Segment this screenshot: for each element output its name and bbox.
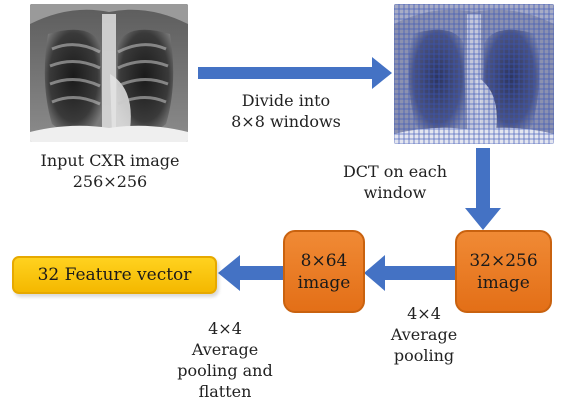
output-feature-vector: 32 Feature vector	[12, 256, 217, 294]
node-32x256-line1: 32×256	[469, 250, 538, 271]
node-8x64-image: 8×64 image	[283, 230, 365, 313]
pool2-label-line1: 4×4	[208, 319, 242, 338]
pool1-label-line1: 4×4	[407, 304, 441, 323]
pool2-label-line3: pooling and	[177, 361, 273, 380]
pool2-label-line4: flatten	[198, 382, 252, 401]
divide-label-line2: 8×8 windows	[231, 112, 341, 131]
arrow-pool1	[364, 255, 455, 291]
arrow-pool2	[218, 255, 283, 291]
pool1-label-line3: pooling	[393, 346, 455, 365]
node-8x64-line1: 8×64	[300, 250, 348, 271]
pool2-label-line2: Average	[191, 340, 259, 359]
pool2-label: 4×4 Average pooling and flatten	[170, 318, 280, 402]
node-8x64-line2: image	[297, 272, 351, 293]
input-cxr-image	[30, 4, 188, 142]
input-cxr-label: Input CXR image 256×256	[20, 150, 200, 192]
divide-label-line1: Divide into	[241, 91, 331, 110]
input-label-line2: 256×256	[72, 172, 148, 191]
node-32x256-image: 32×256 image	[455, 230, 552, 313]
output-label: 32 Feature vector	[37, 265, 192, 285]
dct-label-line2: window	[363, 183, 427, 202]
pool1-label: 4×4 Average pooling	[374, 303, 474, 366]
arrow-divide	[198, 57, 392, 89]
dct-label-line1: DCT on each	[342, 162, 448, 181]
node-32x256-line2: image	[477, 272, 530, 293]
dct-label: DCT on each window	[330, 161, 460, 203]
input-label-line1: Input CXR image	[40, 151, 180, 170]
pool1-label-line2: Average	[390, 325, 458, 344]
arrow-dct	[465, 148, 501, 230]
divide-label: Divide into 8×8 windows	[216, 90, 356, 132]
windowed-cxr-image	[394, 4, 554, 144]
